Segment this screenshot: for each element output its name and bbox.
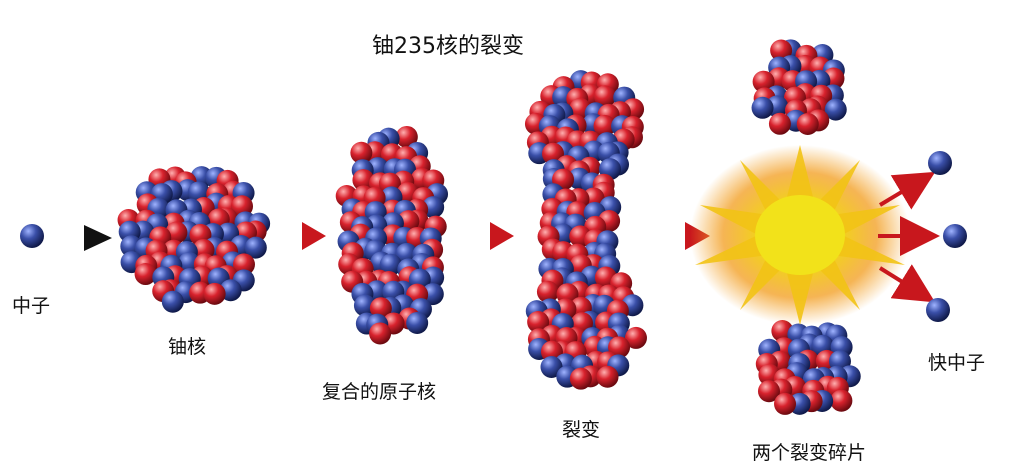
neutron-particle-icon xyxy=(943,224,967,248)
fission-fragment-top xyxy=(751,39,847,135)
neutron-label: 中子 xyxy=(12,295,51,317)
arrow-icon xyxy=(466,222,514,250)
arrow-icon xyxy=(58,225,112,251)
compound-nucleus xyxy=(335,125,449,345)
neutron-particle-icon xyxy=(928,151,952,175)
neutron-particle-icon xyxy=(926,298,950,322)
fast-neutron-label: 快中子 xyxy=(928,352,986,374)
uranium-nucleus xyxy=(117,166,271,313)
uranium-nucleus-label: 铀核 xyxy=(168,336,207,358)
arrow-icon xyxy=(280,222,326,250)
fission-label: 裂变 xyxy=(562,419,601,441)
fission-nucleus xyxy=(524,70,647,390)
fission-fragment-bottom xyxy=(755,319,861,415)
neutron-particle-icon xyxy=(20,224,44,248)
compound-nucleus-label: 复合的原子核 xyxy=(322,381,437,403)
explosion-icon xyxy=(690,145,910,325)
fission-fragments-label: 两个裂变碎片 xyxy=(752,442,867,464)
diagram-title: 铀235核的裂变 xyxy=(372,34,524,59)
